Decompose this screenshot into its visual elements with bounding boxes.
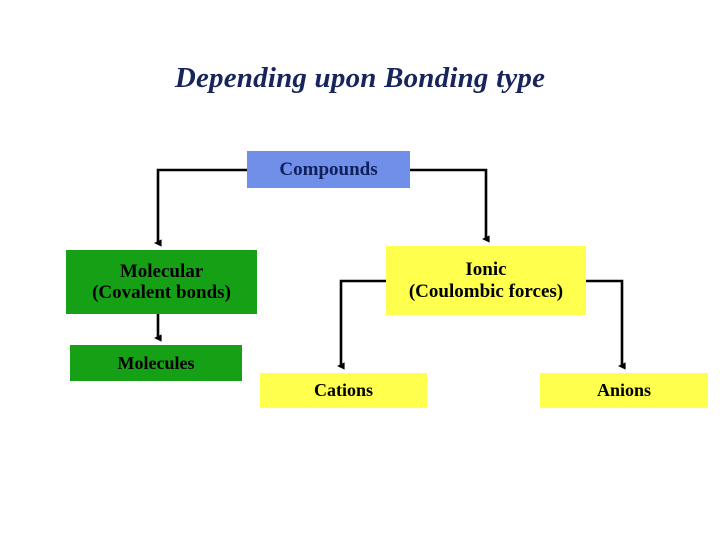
node-ionic-label-line2: (Coulombic forces)	[408, 280, 564, 302]
node-compounds[interactable]: Compounds	[247, 151, 410, 188]
node-anions[interactable]: Anions	[540, 373, 708, 408]
node-molecular-label-line1: Molecular	[119, 260, 204, 282]
edge-ionic-to-cations	[336, 279, 386, 370]
node-molecular[interactable]: Molecular (Covalent bonds)	[66, 250, 257, 314]
node-compounds-label: Compounds	[279, 158, 378, 180]
node-molecules-label: Molecules	[117, 352, 195, 373]
node-cations-label: Cations	[313, 380, 373, 401]
node-ionic-label-line1: Ionic	[465, 259, 507, 281]
page-title: Depending upon Bonding type	[174, 62, 546, 94]
node-anions-label: Anions	[596, 380, 652, 401]
node-molecules[interactable]: Molecules	[70, 345, 242, 381]
node-molecular-label-line2: (Covalent bonds)	[92, 282, 231, 303]
node-ionic[interactable]: Ionic (Coulombic forces)	[386, 246, 586, 315]
node-cations[interactable]: Cations	[260, 373, 427, 408]
edge-ionic-to-anions	[586, 279, 626, 370]
edge-compounds-to-molecular	[153, 168, 247, 247]
edge-compounds-to-ionic	[410, 168, 490, 243]
